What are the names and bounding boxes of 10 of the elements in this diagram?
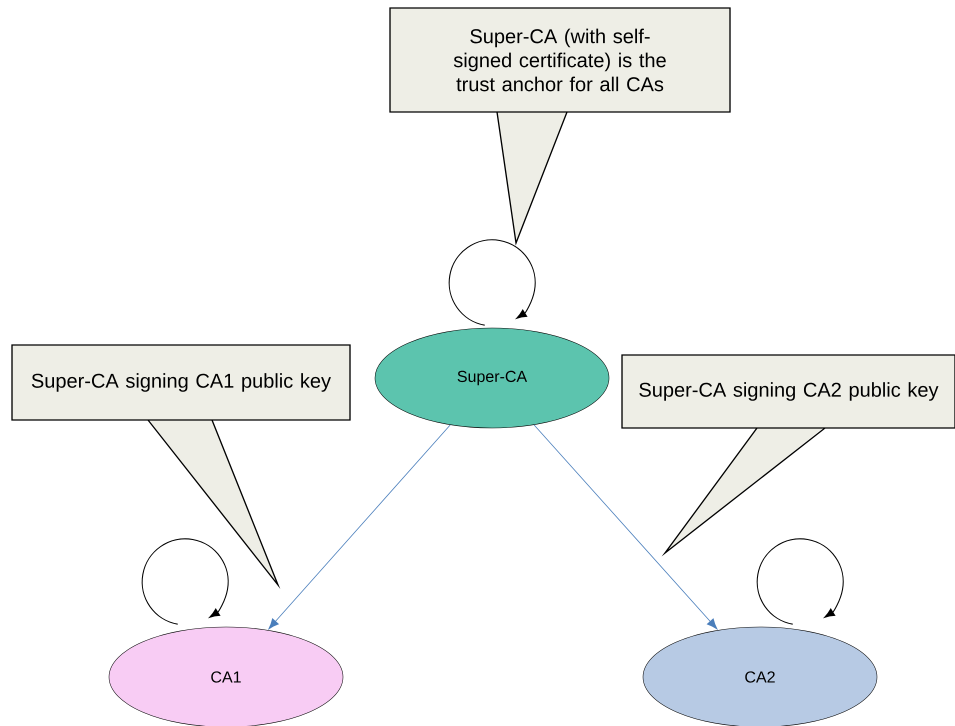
- ellipse-node: Super-CA: [374, 328, 610, 428]
- callout-box: Super-CA signing CA2 public key: [621, 354, 955, 429]
- ellipse-node: CA2: [642, 626, 878, 726]
- loop-arrow: [448, 239, 536, 326]
- callout-box: Super-CA signing CA1 public key: [11, 344, 351, 421]
- loop-arrow: [142, 538, 229, 625]
- arrow: [268, 424, 451, 630]
- ellipse-node: CA1: [108, 626, 344, 726]
- loop-arrow: [756, 538, 844, 625]
- arrow: [534, 424, 718, 630]
